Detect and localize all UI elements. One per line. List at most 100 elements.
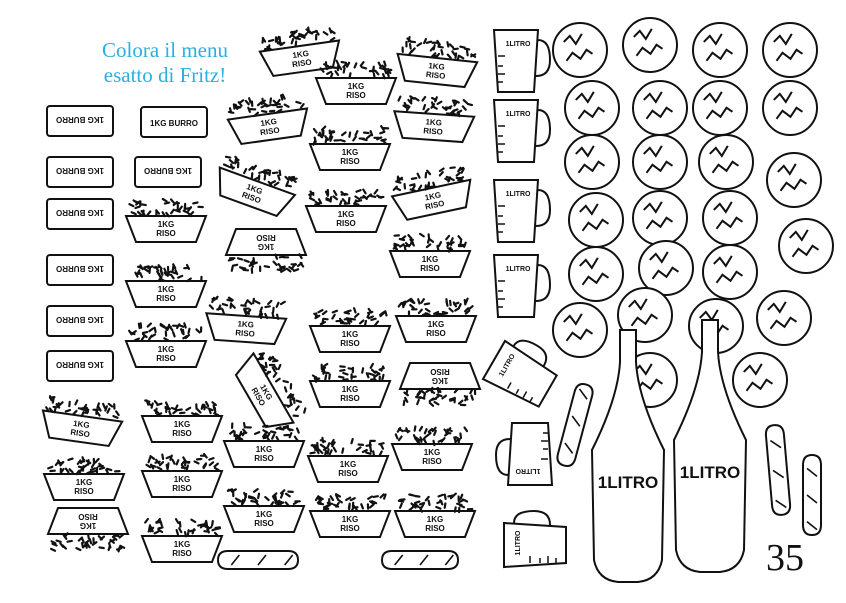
measuring-jug-icon: 1LITRO <box>503 509 567 569</box>
baguette-icon <box>380 550 460 570</box>
cabbage-icon <box>698 134 754 190</box>
rice-label-bottom: RISO <box>70 428 91 440</box>
cabbage-icon <box>692 80 748 136</box>
rice-label-bottom: RISO <box>420 264 440 273</box>
rice-label-top: 1KG <box>260 117 278 128</box>
butter-pack-icon: 1KG BURRO <box>134 156 202 188</box>
rice-label-bottom: RISO <box>156 294 176 303</box>
rice-label-bottom: RISO <box>426 329 446 338</box>
rice-label-top: 1KG <box>76 478 92 487</box>
cabbage-icon <box>552 302 608 358</box>
rice-label-bottom: RISO <box>156 354 176 363</box>
rice-label-top: 1KG <box>174 420 190 429</box>
rice-label-bottom: RISO <box>254 454 274 463</box>
baguette-icon <box>764 424 792 516</box>
cabbage-icon <box>564 134 620 190</box>
cabbage-icon <box>762 22 818 78</box>
instruction-line-1: Colora il menu <box>102 38 228 62</box>
cabbage-icon <box>702 190 758 246</box>
butter-label: 1KG BURRO <box>56 264 104 273</box>
bottle-label: 1LITRO <box>598 473 658 492</box>
rice-label-bottom: RISO <box>235 328 255 338</box>
rice-label-bottom: RISO <box>336 219 356 228</box>
rice-label-bottom: RISO <box>430 367 450 376</box>
measuring-jug-icon: 1LITRO <box>481 339 559 408</box>
instruction-title: Colora il menu esatto di Fritz! <box>70 38 260 88</box>
butter-pack-icon: 1KG BURRO <box>46 198 114 230</box>
jug-label: 1LITRO <box>506 41 531 48</box>
butter-label: 1KG BURRO <box>56 360 104 369</box>
rice-label-top: 1KG <box>424 448 440 457</box>
rice-label-top: 1KG <box>292 49 310 60</box>
rice-label-top: 1KG <box>73 419 91 430</box>
rice-label-bottom: RISO <box>346 91 366 100</box>
rice-label-bottom: RISO <box>172 484 192 493</box>
cabbage-icon <box>702 244 758 300</box>
cabbage-icon <box>564 80 620 136</box>
rice-label-top: 1KG <box>342 515 358 524</box>
rice-label-bottom: RISO <box>425 70 445 81</box>
measuring-jug-icon: 1LITRO <box>492 29 552 93</box>
cabbage-icon <box>552 22 608 78</box>
rice-label-top: 1KG <box>422 255 438 264</box>
rice-label-top: 1KG <box>80 521 96 530</box>
rice-label-top: 1KG <box>158 345 174 354</box>
rice-label-top: 1KG <box>424 190 442 202</box>
butter-label: 1KG BURRO <box>150 119 198 128</box>
rice-label-top: 1KG <box>428 320 444 329</box>
butter-pack-icon: 1KG BURRO <box>46 254 114 286</box>
cabbage-icon <box>762 80 818 136</box>
rice-label-top: 1KG <box>340 460 356 469</box>
rice-label-top: 1KG <box>348 82 364 91</box>
rice-label-top: 1KG <box>174 540 190 549</box>
rice-label-bottom: RISO <box>74 487 94 496</box>
rice-label-bottom: RISO <box>340 394 360 403</box>
cabbage-icon <box>568 192 624 248</box>
butter-pack-icon: 1KG BURRO <box>46 105 114 137</box>
rice-label-top: 1KG <box>342 385 358 394</box>
rice-label-top: 1KG <box>256 445 272 454</box>
page-number: 35 <box>766 537 804 579</box>
rice-label-bottom: RISO <box>340 339 360 348</box>
cabbage-icon <box>622 17 678 73</box>
rice-label-bottom: RISO <box>423 126 443 136</box>
rice-label-bottom: RISO <box>254 519 274 528</box>
rice-label-bottom: RISO <box>156 229 176 238</box>
rice-label-bottom: RISO <box>172 549 192 558</box>
baguette-icon <box>556 383 594 467</box>
rice-label-bottom: RISO <box>340 157 360 166</box>
cabbage-icon <box>617 287 673 343</box>
butter-label: 1KG BURRO <box>56 315 104 324</box>
rice-label-top: 1KG <box>338 210 354 219</box>
rice-label-bottom: RISO <box>338 469 358 478</box>
jug-label: 1LITRO <box>506 191 531 198</box>
rice-label-bottom: RISO <box>425 524 445 533</box>
rice-label-top: 1KG <box>174 475 190 484</box>
butter-pack-icon: 1KG BURRO <box>46 305 114 337</box>
cabbage-icon <box>732 352 788 408</box>
